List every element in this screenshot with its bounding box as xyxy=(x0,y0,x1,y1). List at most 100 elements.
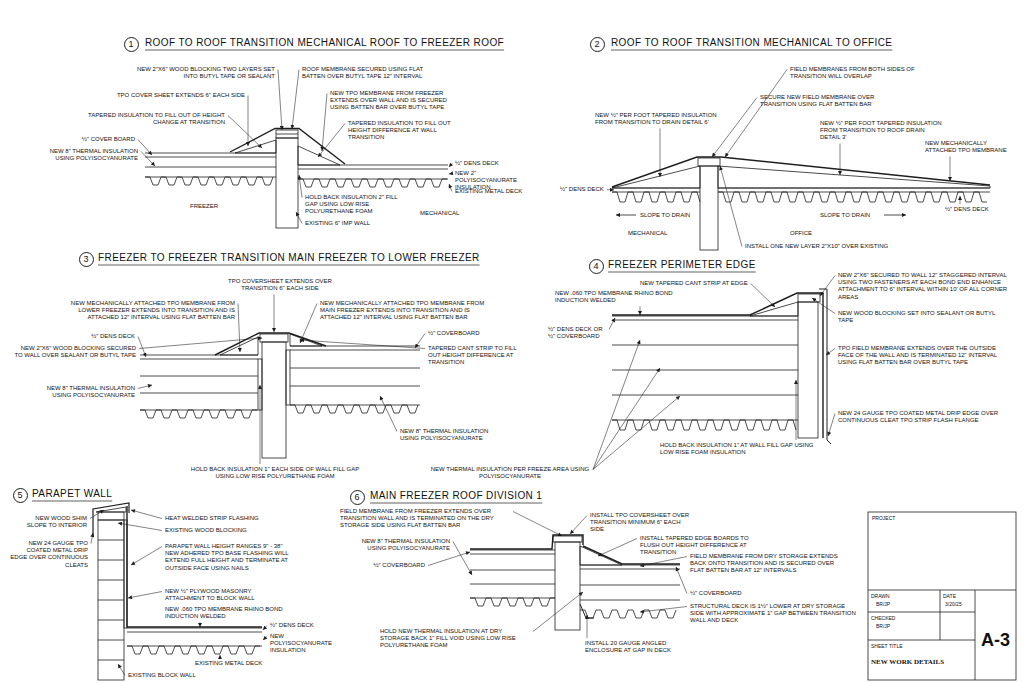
leader-line xyxy=(751,284,775,308)
callout-note: TAPERED CANT STRIP TO FILL OUT HEIGHT DI… xyxy=(428,345,518,367)
block-joint xyxy=(98,620,124,621)
leader-line xyxy=(131,510,162,519)
callout-note: HOLD BACK INSULATION 1" AT WALL FILL GAP… xyxy=(660,442,825,456)
detail-title-holder: MAIN FREEZER ROOF DIVISION 1 xyxy=(370,490,542,502)
title-block-field-holder: BR/JP xyxy=(876,623,890,629)
callout-note-holder: HOLD BACK INSULATION 1" AT WALL FILL GAP… xyxy=(660,442,825,456)
leader-line xyxy=(200,622,201,627)
callout-note-holder: NEW .060 TPO MEMBRANE RHINO BOND INDUCTI… xyxy=(165,606,305,620)
detail-title: ROOF TO ROOF TRANSITION MECHANICAL TO OF… xyxy=(611,37,892,49)
detail-title: FREEZER TO FREEZER TRANSITION MAIN FREEZ… xyxy=(98,252,480,264)
metal-deck xyxy=(612,192,700,202)
callout-note-holder: NEW WOOD BLOCKING SET INTO SEALANT OR BU… xyxy=(838,310,998,324)
callout-note-holder: TPO COVERSHEET EXTENDS OVER TRANSITION 6… xyxy=(225,278,335,292)
roof-layer-line xyxy=(290,386,420,387)
roof-layer-line xyxy=(127,632,262,633)
leader-line xyxy=(138,385,152,389)
leader-line xyxy=(812,298,835,314)
detail-number-circle: 1 xyxy=(124,37,139,52)
callout-note: NEW 24 GAUGE TPO COATED METAL DRIP EDGE … xyxy=(10,540,88,569)
callout-note-holder: ½" DENS DECK xyxy=(270,622,314,629)
callout-note-holder: ½" DENS DECK xyxy=(560,186,604,193)
wood-blocking xyxy=(798,294,820,302)
callout-note-holder: ½" COVERBOARD xyxy=(690,590,741,597)
callout-note: ½" DENS DECK xyxy=(945,206,989,213)
callout-note-holder: NEW POLYISOCYANURATE INSULATION xyxy=(270,633,332,655)
callout-note-holder: TPO FIELD MEMBRANE EXTENDS OVER THE OUTS… xyxy=(838,345,1008,367)
callout-note-holder: ½" COVERBOARD xyxy=(428,330,479,337)
leader-line xyxy=(828,414,835,437)
callout-note: TAPERED INSULATION TO FILL OUT HEIGHT DI… xyxy=(348,120,468,142)
callout-note: NEW TAPERED CANT STRIP AT EDGE xyxy=(640,280,748,287)
roof-layer-line xyxy=(580,600,680,601)
leader-line xyxy=(228,116,262,149)
callout-note: EXISTING METAL DECK xyxy=(455,188,522,195)
callout-note: ½" DENS DECK xyxy=(560,186,604,193)
callout-note: NEW THERMAL INSULATION PER FREEZE AREA U… xyxy=(430,466,590,480)
callout-note-holder: SECURE NEW FIELD MEMBRANE OVER TRANSITIO… xyxy=(760,94,895,108)
block-joint xyxy=(98,560,124,561)
callout-note: STRUCTURAL DECK IS 1½" LOWER AT DRY STOR… xyxy=(690,603,860,625)
leader-line xyxy=(238,304,240,353)
callout-note: ROOF MEMBRANE SECURED USING FLAT BATTEN … xyxy=(302,66,432,80)
callout-note-holder: NEW MECHANICALLY ATTACHED TPO MEMBRANE F… xyxy=(60,300,235,322)
metal-deck xyxy=(470,598,555,606)
leader-line xyxy=(449,173,452,175)
wood-blocking xyxy=(698,158,720,166)
callout-note-holder: NEW 8" THERMAL INSULATION USING POLYISOC… xyxy=(400,428,505,442)
leader-line xyxy=(607,189,614,191)
callout-note-holder: ROOF MEMBRANE SECURED USING FLAT BATTEN … xyxy=(302,66,432,80)
callout-note: HOLD BACK INSULATION 2" FILL GAP USING L… xyxy=(305,194,410,216)
callout-note: NEW 2"X6" WOOD BLOCKING TWO LAYERS SET I… xyxy=(135,66,275,80)
callout-note-holder: NEW 8" THERMAL INSULATION USING POLYISOC… xyxy=(30,385,135,399)
roof-layer-line xyxy=(612,395,798,396)
leader-line xyxy=(533,592,583,632)
callout-note-holder: TAPERED INSULATION TO FILL OUT OF HEIGHT… xyxy=(85,112,225,126)
title-block-field: PROJECT xyxy=(872,515,895,521)
metal-deck xyxy=(718,192,987,202)
callout-note-holder: SLOPE TO DRAIN xyxy=(820,212,870,219)
callout-note: NEW .060 TPO MEMBRANE RHINO BOND INDUCTI… xyxy=(555,290,675,304)
callout-note: MECHANICAL xyxy=(628,230,667,237)
callout-note: NEW WOOD BLOCKING SET INTO SEALANT OR BU… xyxy=(838,310,998,324)
tpo-membrane xyxy=(612,293,823,438)
roof-layer-line xyxy=(612,420,798,421)
callout-note: TAPERED INSULATION TO FILL OUT OF HEIGHT… xyxy=(85,112,225,126)
metal-deck xyxy=(127,646,260,654)
leader-line xyxy=(593,396,680,470)
detail-title-holder: FREEZER PERIMETER EDGE xyxy=(608,259,756,271)
callout-note: NEW .060 TPO MEMBRANE RHINO BOND INDUCTI… xyxy=(165,606,305,620)
detail-title-holder: ROOF TO ROOF TRANSITION MECHANICAL TO OF… xyxy=(611,37,892,49)
leader-line xyxy=(725,70,787,158)
callout-note-holder: ½" DENS DECK xyxy=(455,160,499,167)
leader-line xyxy=(820,276,835,297)
title-block-field: 3/20/25 xyxy=(945,601,962,607)
leader-line xyxy=(299,175,302,198)
title-block-field-holder: PROJECT xyxy=(872,515,895,521)
detail-title: PARAPET WALL xyxy=(32,488,112,500)
leader-line xyxy=(513,512,562,537)
callout-note: NEW 8" THERMAL INSULATION USING POLYISOC… xyxy=(400,428,505,442)
leader-line xyxy=(449,164,452,168)
callout-note-holder: TAPERED CANT STRIP TO FILL OUT HEIGHT DI… xyxy=(428,345,518,367)
title-block-field-holder: CHECKED xyxy=(871,615,895,621)
roof-layer-line xyxy=(290,350,420,351)
roof-layer-line xyxy=(140,359,258,360)
drip-edge-coping xyxy=(93,503,129,536)
callout-note-holder: NEW ½" PER FOOT TAPERED INSULATION FROM … xyxy=(820,120,945,142)
transition-wall xyxy=(555,542,580,630)
leader-line xyxy=(263,637,267,641)
title-block-field: BR/JP xyxy=(876,601,890,607)
leader-line xyxy=(950,156,951,181)
callout-note: TPO COVERSHEET EXTENDS OVER TRANSITION 6… xyxy=(225,278,335,292)
leader-line xyxy=(318,124,345,158)
roof-layer-line xyxy=(580,585,680,586)
callout-note: NEW 24 GAUGE TPO COATED METAL DRIP EDGE … xyxy=(838,410,1008,424)
detail-number: 6 xyxy=(354,493,359,502)
leader-line xyxy=(263,626,267,631)
leader-line xyxy=(570,516,587,535)
callout-note: FIELD MEMBRANE FROM DRY STORAGE EXTENDS … xyxy=(690,553,840,575)
roof-layer-line xyxy=(612,345,798,346)
callout-note-holder: NEW 2"X6" WOOD BLOCKING TWO LAYERS SET I… xyxy=(135,66,275,80)
